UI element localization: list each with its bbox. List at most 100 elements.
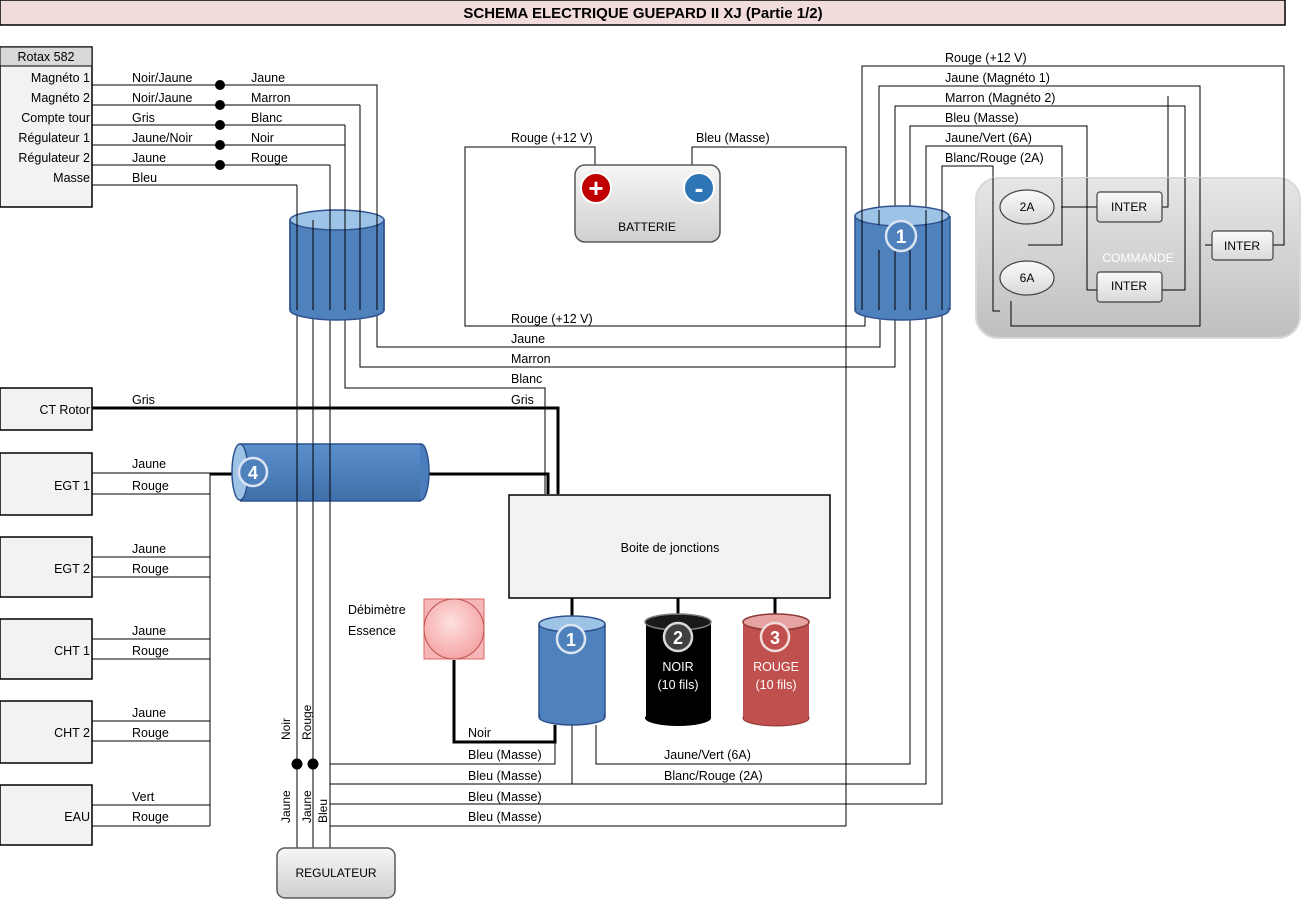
- sensor-cht-2: [0, 700, 93, 764]
- commande-wires: [992, 178, 1285, 327]
- wire-label: Noir: [279, 718, 293, 740]
- connector-2-label-1: NOIR: [662, 660, 693, 674]
- wire-label: Gris: [511, 393, 534, 407]
- wire-label: Rouge: [300, 704, 314, 740]
- connector-2-number: 2: [673, 628, 683, 648]
- wire-label: Jaune: [132, 624, 166, 638]
- sensor-label: EGT 2: [54, 562, 90, 576]
- connector-3-number: 3: [770, 628, 780, 648]
- sensor-label: EGT 1: [54, 479, 90, 493]
- sensor-boxes: CT Rotor Gris EGT 1 Jaune Rouge EGT 2 Ja…: [0, 387, 169, 846]
- sensor-label: CHT 2: [54, 726, 90, 740]
- wire-label: Jaune: [132, 151, 166, 165]
- wire-label: Rouge: [132, 562, 169, 576]
- regulateur-box: [276, 847, 396, 899]
- sensor-ct-rotor: [0, 387, 93, 431]
- connector-1-top-badge: [884, 219, 918, 253]
- rotax-title: Rotax 582: [18, 50, 75, 64]
- regulateur-wire-labels: Noir Rouge Jaune Jaune Bleu: [279, 704, 330, 823]
- wire-label: Bleu: [316, 799, 330, 823]
- rotax-pin-label: Masse: [53, 171, 90, 185]
- fuse-2a-label: 2A: [1020, 200, 1035, 214]
- wire-label: Jaune: [132, 706, 166, 720]
- wire-label: Blanc/Rouge (2A): [664, 769, 763, 783]
- sensor-eau: [0, 784, 93, 846]
- wire-label: Rouge: [132, 810, 169, 824]
- junction-box-label: Boite de jonctions: [621, 541, 720, 555]
- wire-label: Blanc: [511, 372, 542, 386]
- wire-label: Marron: [251, 91, 291, 105]
- rotax-header: [0, 46, 93, 67]
- wire-label: Gris: [132, 393, 155, 407]
- splice-dots: [215, 80, 319, 770]
- wire-label: Marron: [511, 352, 551, 366]
- diagram-title: SCHEMA ELECTRIQUE GUEPARD II XJ (Partie …: [463, 5, 822, 22]
- wire-label: Bleu (Masse): [468, 790, 542, 804]
- wire-label: Jaune: [132, 457, 166, 471]
- wire-label: Jaune: [511, 332, 545, 346]
- connector-2-label-2: (10 fils): [658, 678, 699, 692]
- wire-label: Blanc/Rouge (2A): [945, 151, 1044, 165]
- battery-plus-terminal: [580, 172, 612, 204]
- inter-switch-1[interactable]: [1096, 191, 1163, 223]
- regulateur-label: REGULATEUR: [295, 866, 376, 880]
- commande-label: COMMANDE: [1102, 251, 1173, 265]
- wire-label: Rouge: [132, 644, 169, 658]
- wire-label: Gris: [132, 111, 155, 125]
- connector-3-label-2: (10 fils): [756, 678, 797, 692]
- wire-label: Bleu: [132, 171, 157, 185]
- connector-3-label-1: ROUGE: [753, 660, 799, 674]
- wire-label: Jaune: [251, 71, 285, 85]
- connector-1-bottom-number: 1: [566, 630, 576, 650]
- sensor-cht-1: [0, 618, 93, 680]
- wire-label: Bleu (Masse): [468, 769, 542, 783]
- wire-label: Jaune/Vert (6A): [945, 131, 1032, 145]
- inter-switch-2-label: INTER: [1111, 279, 1147, 293]
- battery-minus-wire: Bleu (Masse): [696, 131, 770, 145]
- connector-3-badge: [759, 621, 791, 653]
- sensor-egt-1: [0, 452, 93, 516]
- inter-switch-2[interactable]: [1096, 271, 1163, 303]
- wire-label: Bleu (Masse): [945, 111, 1019, 125]
- wire-label: Rouge: [132, 479, 169, 493]
- wire-label: Rouge: [251, 151, 288, 165]
- wire-label: Jaune: [300, 790, 314, 823]
- rotax-pin-label: Magnéto 1: [31, 71, 90, 85]
- flowmeter-dial: [423, 598, 485, 660]
- connector-1-bottom-badge: [555, 623, 587, 655]
- bottom-wire-labels: Bleu (Masse) Bleu (Masse) Bleu (Masse) B…: [468, 748, 763, 824]
- battery-minus-terminal: [683, 172, 715, 204]
- inter-switch-1-label: INTER: [1111, 200, 1147, 214]
- wire-label: Noir: [251, 131, 274, 145]
- rotax-pins: Magnéto 1 Magnéto 2 Compte tour Régulate…: [18, 71, 290, 185]
- battery-label: BATTERIE: [618, 220, 676, 234]
- sensor-label: EAU: [64, 810, 90, 824]
- wire-label: Jaune: [132, 542, 166, 556]
- connector-4-number: 4: [248, 463, 258, 483]
- connector-4-badge: [237, 456, 269, 488]
- wire-label: Bleu (Masse): [468, 810, 542, 824]
- inter-switch-3[interactable]: [1211, 230, 1274, 261]
- inter-switch-3-label: INTER: [1224, 239, 1260, 253]
- flowmeter-label-2: Essence: [348, 624, 396, 638]
- right-bus-labels: Rouge (+12 V) Jaune (Magnéto 1) Marron (…: [945, 51, 1055, 165]
- flowmeter-label-1: Débimètre: [348, 603, 406, 617]
- rotax-pin-label: Compte tour: [21, 111, 90, 125]
- fuse-2a: [999, 189, 1055, 225]
- battery-plus-wire: Rouge (+12 V): [511, 131, 593, 145]
- sensor-label: CT Rotor: [40, 403, 90, 417]
- wire-label: Jaune: [279, 790, 293, 823]
- sensor-label: CHT 1: [54, 644, 90, 658]
- sensor-egt-2: [0, 536, 93, 598]
- wire-label: Bleu (Masse): [468, 748, 542, 762]
- connector-2-badge: [662, 621, 694, 653]
- wire-label: Noir/Jaune: [132, 71, 192, 85]
- flowmeter-wire-label: Noir: [468, 726, 491, 740]
- wire-label: Jaune/Vert (6A): [664, 748, 751, 762]
- title-bar: [0, 0, 1286, 26]
- wire-label: Blanc: [251, 111, 282, 125]
- wire-label: Vert: [132, 790, 155, 804]
- rotax-connector-cylinder: [289, 209, 385, 321]
- fuse-6a: [999, 260, 1055, 296]
